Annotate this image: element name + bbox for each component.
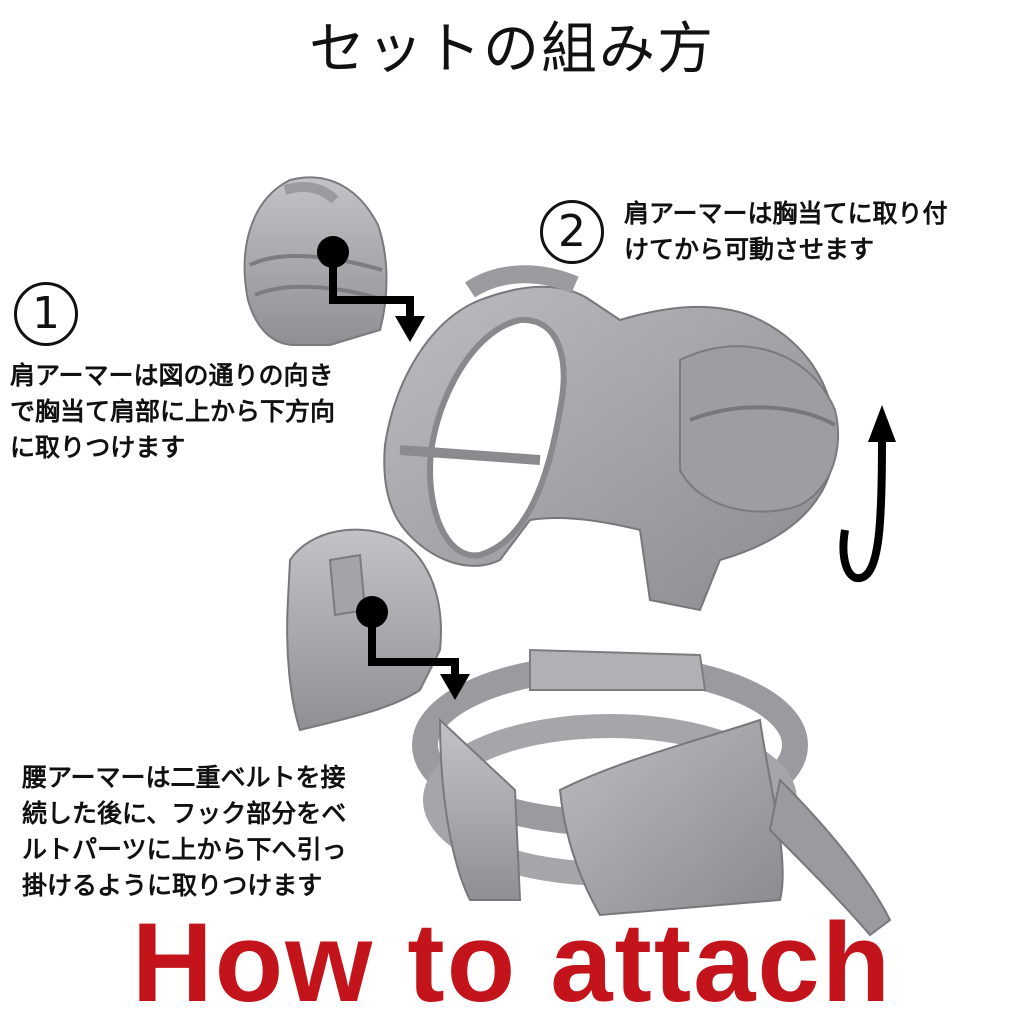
attach-arrow-shoulder bbox=[317, 236, 425, 342]
rotate-arrow bbox=[839, 405, 896, 583]
waist-tasset-part bbox=[286, 528, 442, 732]
waist-armor-note: 腰アーマーは二重ベルトを接 続した後に、フック部分をベ ルトパーツに上から下へ引… bbox=[22, 763, 347, 900]
footer-heading: How to attach bbox=[131, 900, 893, 1025]
waist-armor-part bbox=[412, 648, 892, 937]
attach-arrow-waist bbox=[356, 596, 470, 700]
step-note-2: 肩アーマーは胸当てに取り付 けてから可動させます bbox=[624, 199, 948, 264]
step-number-2: 2 bbox=[540, 200, 604, 264]
shoulder-armor-part bbox=[243, 176, 388, 346]
breastplate-part bbox=[383, 265, 840, 612]
step-note-1: 肩アーマーは図の通りの向き で胸当て肩部に上から下方向 に取りつけます bbox=[10, 361, 336, 462]
step-number-1: 1 bbox=[14, 282, 78, 346]
page-title: セットの組み方 bbox=[309, 17, 715, 82]
